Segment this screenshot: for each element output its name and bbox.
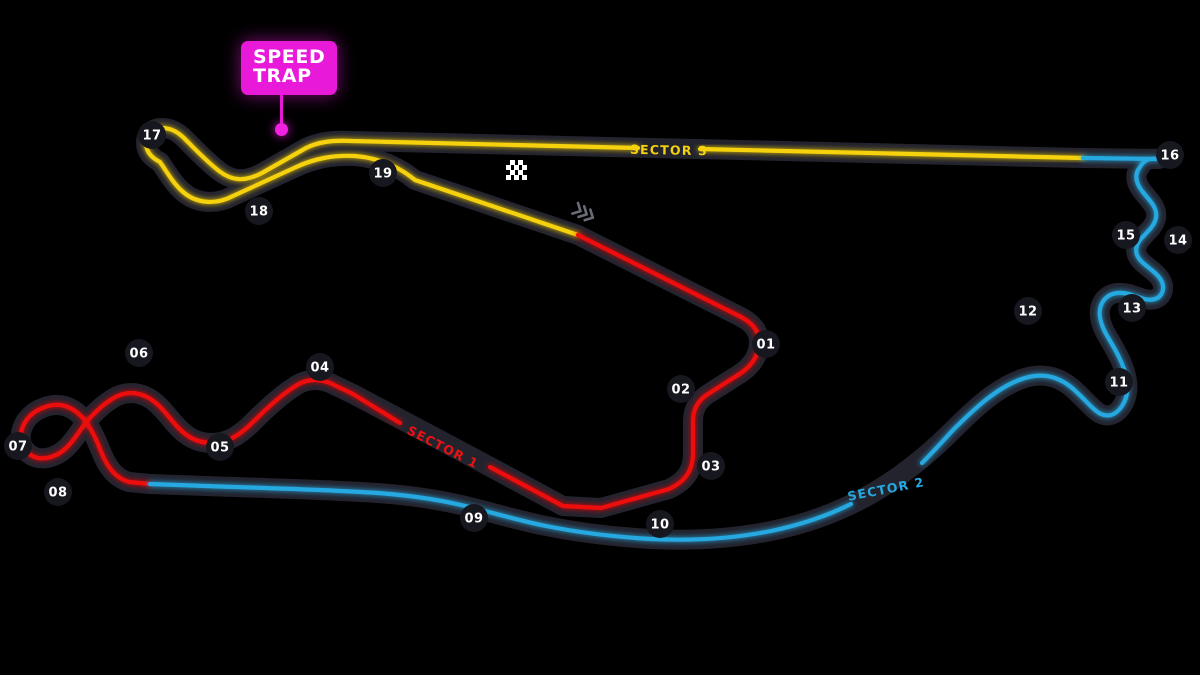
corner-marker[interactable]: 03 bbox=[697, 452, 725, 480]
corner-number: 09 bbox=[464, 512, 483, 527]
sector1-seg-b bbox=[18, 377, 403, 487]
sector-2-line bbox=[147, 155, 1166, 542]
sector2-seg-a bbox=[147, 481, 854, 542]
corner-marker[interactable]: 19 bbox=[369, 159, 397, 187]
corner-marker[interactable]: 14 bbox=[1164, 226, 1192, 254]
corner-number: 08 bbox=[48, 486, 67, 501]
corner-number: 03 bbox=[701, 460, 720, 475]
corner-marker[interactable]: 12 bbox=[1014, 297, 1042, 325]
corner-number: 04 bbox=[310, 361, 329, 376]
speed-trap-label-line1: SPEED bbox=[253, 46, 326, 68]
corner-number: 12 bbox=[1018, 305, 1037, 320]
corner-marker[interactable]: 01 bbox=[752, 330, 780, 358]
speed-trap-stem bbox=[280, 92, 283, 132]
corner-marker[interactable]: 08 bbox=[44, 478, 72, 506]
corner-marker[interactable]: 10 bbox=[646, 510, 674, 538]
corner-number: 15 bbox=[1116, 229, 1135, 244]
speed-trap-dot bbox=[275, 123, 288, 136]
corner-number: 01 bbox=[756, 338, 775, 353]
sector3-seg-a bbox=[697, 146, 1086, 161]
sector2-seg-b bbox=[919, 155, 1166, 466]
track-bed bbox=[10, 118, 1174, 550]
track-bed-sector1-main bbox=[10, 225, 769, 518]
corner-marker[interactable]: 04 bbox=[306, 353, 334, 381]
speed-trap-label-line2: TRAP bbox=[253, 65, 312, 88]
corner-marker[interactable]: 13 bbox=[1118, 294, 1146, 322]
direction-chevrons-icon bbox=[571, 201, 595, 222]
corner-marker[interactable]: 09 bbox=[460, 504, 488, 532]
speed-trap-label[interactable]: SPEED TRAP bbox=[241, 41, 338, 95]
corner-number: 17 bbox=[142, 129, 161, 144]
corner-number: 14 bbox=[1168, 234, 1187, 249]
sector-label-sector-3: SECTOR 3 bbox=[630, 142, 708, 158]
corner-marker[interactable]: 11 bbox=[1105, 368, 1133, 396]
corner-marker[interactable]: 07 bbox=[4, 432, 32, 460]
corner-number: 19 bbox=[373, 167, 392, 182]
corner-marker[interactable]: 18 bbox=[245, 197, 273, 225]
checkered-flag-icon bbox=[506, 160, 527, 180]
corner-marker[interactable]: 15 bbox=[1112, 221, 1140, 249]
corner-marker[interactable]: 02 bbox=[667, 375, 695, 403]
corner-number: 10 bbox=[650, 518, 669, 533]
corner-number: 13 bbox=[1122, 302, 1141, 317]
corner-number: 02 bbox=[671, 383, 690, 398]
corner-markers: 01 02 03 04 05 06 bbox=[4, 121, 1192, 538]
corner-marker[interactable]: 16 bbox=[1156, 141, 1184, 169]
corner-number: 07 bbox=[8, 440, 27, 455]
corner-marker[interactable]: 06 bbox=[125, 339, 153, 367]
corner-marker[interactable]: 17 bbox=[138, 121, 166, 149]
corner-number: 06 bbox=[129, 347, 148, 362]
corner-number: 16 bbox=[1160, 149, 1179, 164]
corner-number: 11 bbox=[1109, 376, 1128, 391]
corner-marker[interactable]: 05 bbox=[206, 433, 234, 461]
corner-number: 05 bbox=[210, 441, 229, 456]
corner-number: 18 bbox=[249, 205, 268, 220]
